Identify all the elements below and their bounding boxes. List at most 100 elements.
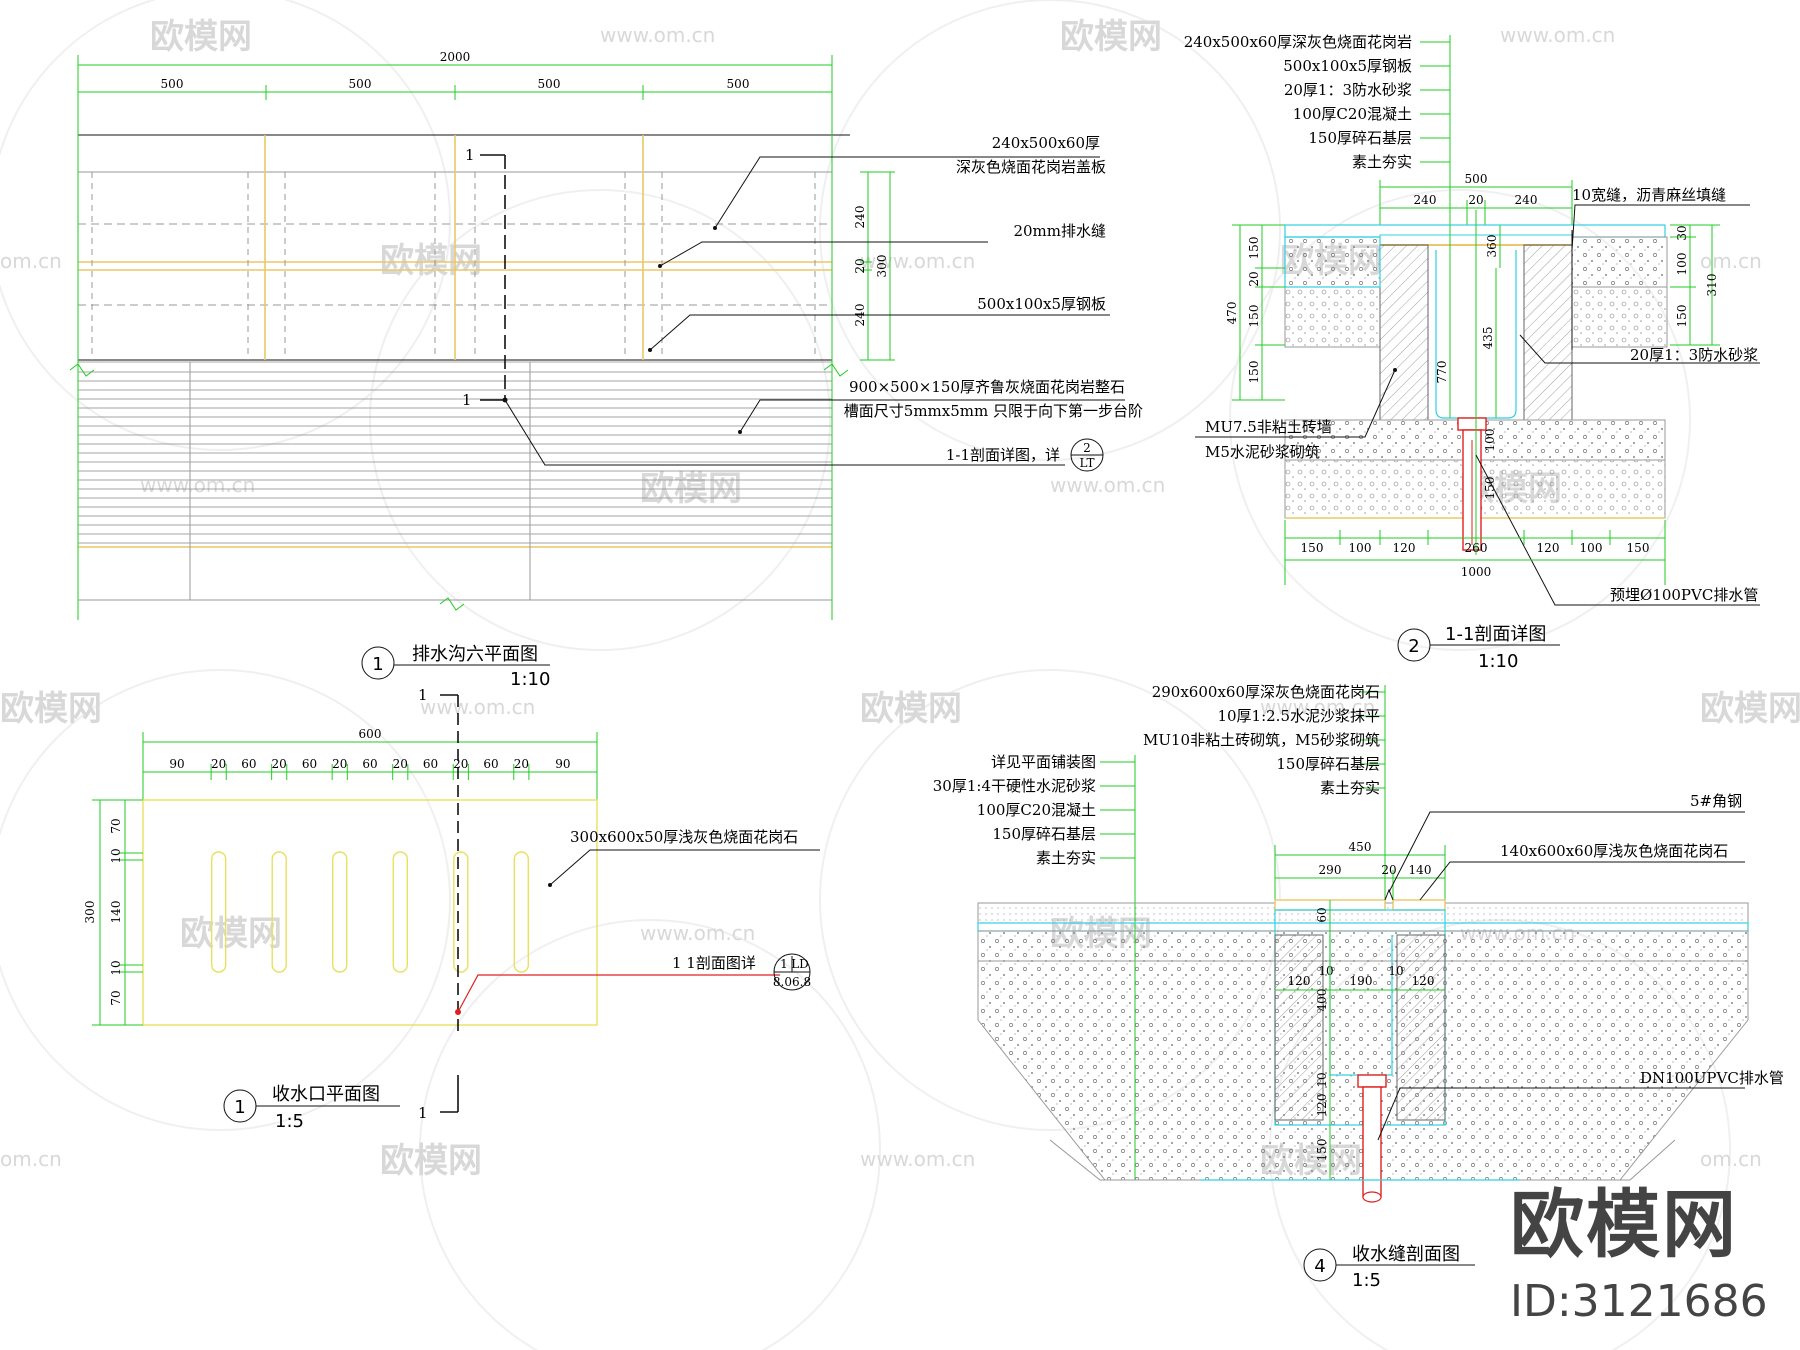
dim-left-total: 300 [83, 901, 97, 924]
plan-inlet-title: 1 收水口平面图 1:5 [223, 1084, 400, 1132]
dim-mid: 190 [1350, 974, 1373, 988]
section-inlet-title: 4 收水缝剖面图 1:5 [1303, 1244, 1475, 1291]
dim-vert: 150 [1315, 1139, 1329, 1162]
dim-segment: 20 [1381, 863, 1396, 877]
section-trench-title: 2 1-1剖面详图 1:10 [1397, 624, 1560, 672]
view-number: 1 [372, 654, 383, 675]
watermark-url: om.cn [0, 1147, 62, 1171]
callout-text: 240x500x60厚 [992, 134, 1100, 152]
dim-segment: 500 [538, 77, 561, 91]
section-trench-dims-left: 150 20 150 150 470 [1225, 224, 1285, 401]
layer-note: 详见平面铺装图 [991, 753, 1096, 771]
dim-segment: 500 [161, 77, 184, 91]
view-number: 1 [234, 1097, 245, 1118]
dim-segment: 20 [393, 757, 408, 771]
cut-mark-label: 1 [465, 146, 475, 164]
dim-segment: 20 [272, 757, 287, 771]
dim-right-total: 310 [1705, 274, 1719, 297]
dim-segment: 60 [423, 757, 438, 771]
dim-segment: 90 [555, 757, 570, 771]
watermark-text: 欧模网 [0, 689, 102, 729]
callout-text: 900×500×150厚齐鲁灰烧面花岗岩整石 [849, 378, 1125, 396]
drain-slot [332, 851, 348, 973]
dim-total: 600 [359, 727, 382, 741]
layer-note: 30厚1:4干硬性水泥砂浆 [933, 777, 1096, 795]
section-inlet-body [977, 888, 1749, 1203]
layer-note: 240x500x60厚深灰色烧面花岗岩 [1184, 33, 1412, 51]
view-title: 收水口平面图 [272, 1084, 380, 1105]
drain-slot [392, 851, 408, 973]
dim-bottom: 150 [1627, 541, 1650, 555]
callout-text: 300x600x50厚浅灰色烧面花岗石 [570, 828, 798, 846]
dim-segment: 60 [302, 757, 317, 771]
plan-trench-title: 1 排水沟六平面图 1:10 [361, 644, 550, 690]
section-inlet-view: 290x600x60厚深灰色烧面花岗石 10厚1:2.5水泥沙浆抹平 MU10非… [933, 683, 1784, 1291]
view-scale: 1:5 [275, 1111, 304, 1132]
callout-text: 深灰色烧面花岗岩盖板 [956, 158, 1106, 176]
section-trench-dims-top: 500 240 20 240 [1379, 172, 1573, 225]
watermark-text: 欧模网 [1060, 17, 1162, 57]
dim-right: 150 [1675, 305, 1689, 328]
watermark-url: www.om.cn [1260, 695, 1375, 719]
dim-segment: 60 [362, 757, 377, 771]
section-ref-sheet: LT [1080, 456, 1095, 470]
dim-inner: 100 [1483, 429, 1497, 452]
dim-segment: 20 [1468, 193, 1483, 207]
watermark-text: 欧模网 [380, 241, 482, 281]
layer-note: 290x600x60厚深灰色烧面花岗石 [1152, 683, 1380, 701]
dim-segment: 60 [241, 757, 256, 771]
callout-text: 20厚1：3防水砂浆 [1630, 346, 1758, 364]
brand-name: 欧模网 [1510, 1182, 1738, 1268]
dim-segment: 240 [1515, 193, 1538, 207]
section-ref-number: 1 [780, 957, 788, 971]
callout-text: 槽面尺寸5mmx5mm 只限于向下第一步台阶 [844, 402, 1143, 420]
view-title: 收水缝剖面图 [1352, 1244, 1460, 1265]
plan-trench-dims-top: 2000 500 500 500 500 [77, 50, 833, 100]
view-title: 1-1剖面详图 [1445, 624, 1546, 645]
watermark-text: 欧模网 [180, 914, 282, 954]
callout-text: 10宽缝，沥青麻丝填缝 [1572, 186, 1726, 204]
dim-inner: 770 [1435, 361, 1449, 384]
drain-slot [210, 851, 227, 973]
dim-inner: 360 [1485, 235, 1499, 258]
view-number: 2 [1408, 636, 1419, 657]
layer-note: 100厚C20混凝土 [1293, 105, 1412, 123]
section-trench-dims-right: 30 100 150 310 [1670, 224, 1720, 346]
dim-bottom: 150 [1301, 541, 1324, 555]
dim-segment: 140 [1409, 863, 1432, 877]
section-trench-dims-bottom: 150 100 120 260 120 100 150 1000 [1284, 520, 1666, 585]
dim-segment: 20 [332, 757, 347, 771]
watermark-url: om.cn [1700, 1147, 1762, 1171]
inlet-slots [210, 851, 530, 973]
dim-right: 30 [1675, 225, 1689, 240]
dim-left: 10 [109, 848, 123, 863]
layer-note: 150厚碎石基层 [1308, 129, 1412, 147]
dim-mid: 120 [1288, 974, 1311, 988]
drain-slot [513, 851, 530, 973]
layer-note: 20厚1：3防水砂浆 [1284, 81, 1412, 99]
callout-text: 预埋Ø100PVC排水管 [1610, 586, 1758, 604]
dim-left: 20 [1247, 271, 1261, 286]
dim-vert: 60 [1315, 907, 1329, 922]
callout-text: 5#角钢 [1690, 792, 1742, 810]
dim-left-total: 470 [1225, 302, 1239, 325]
view-title: 排水沟六平面图 [412, 644, 538, 665]
dim-left: 150 [1247, 361, 1261, 384]
watermark-text: 欧模网 [860, 689, 962, 729]
dim-left: 70 [109, 818, 123, 833]
dim-vert: 120 [1315, 1094, 1329, 1117]
plan-inlet-dims-left: 70 10 140 10 70 300 [83, 799, 143, 1026]
dim-bottom: 120 [1537, 541, 1560, 555]
inlet-section-cut: 1 1 [418, 686, 459, 1122]
dim-mid: 120 [1412, 974, 1435, 988]
dim-total: 2000 [440, 50, 471, 64]
watermark-url: www.om.cn [860, 1147, 975, 1171]
dim-segment: 240 [1414, 193, 1437, 207]
layer-note: 500x100x5厚钢板 [1283, 57, 1412, 75]
dim-total: 450 [1349, 840, 1372, 854]
section-trench-body [1284, 210, 1668, 555]
dim-bottom: 100 [1349, 541, 1372, 555]
dim-left: 150 [1247, 237, 1261, 260]
